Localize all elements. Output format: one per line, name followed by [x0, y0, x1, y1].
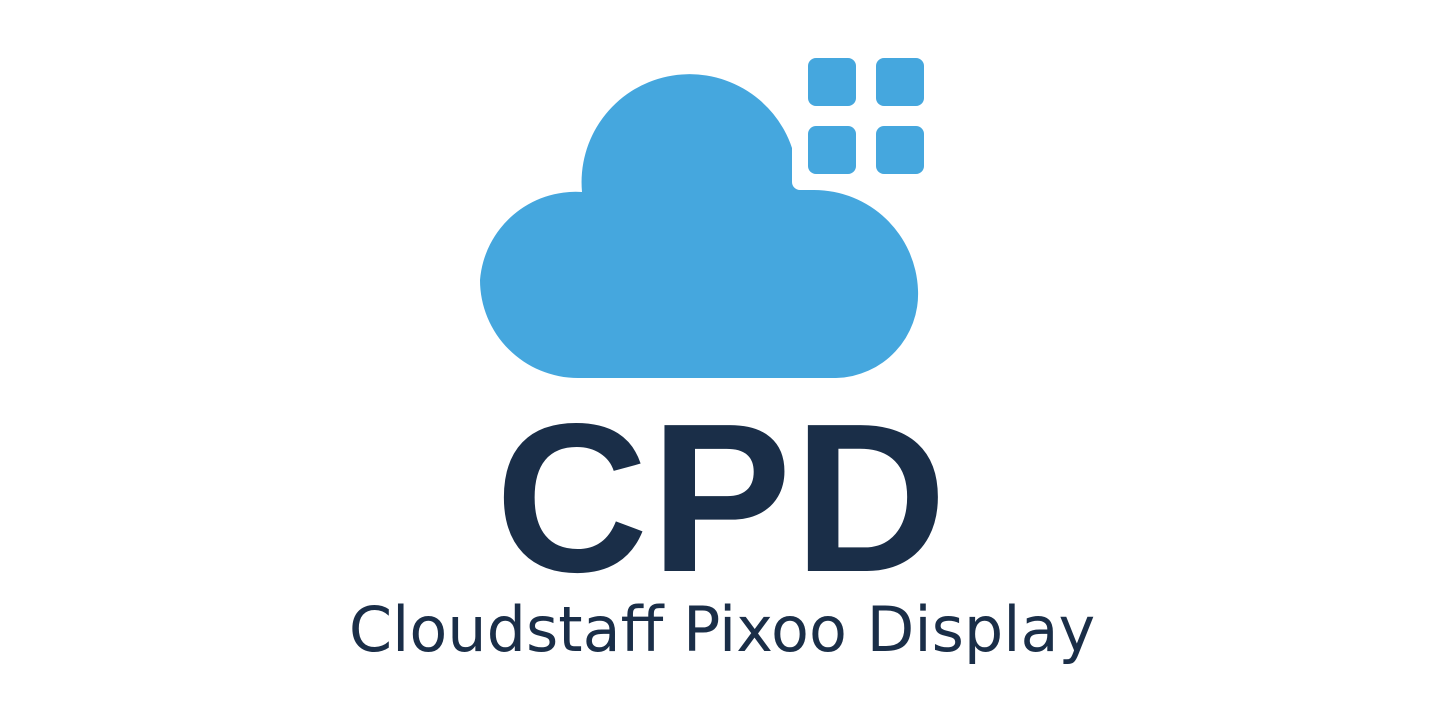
pixel-square-icon: [808, 58, 856, 106]
pixel-square-icon: [876, 58, 924, 106]
pixel-square-icon: [808, 126, 856, 174]
logo-name: Cloudstaff Pixoo Display: [348, 593, 1096, 666]
cloud-icon: [480, 74, 919, 378]
logo-acronym: CPD: [495, 379, 949, 616]
pixel-square-icon: [876, 126, 924, 174]
